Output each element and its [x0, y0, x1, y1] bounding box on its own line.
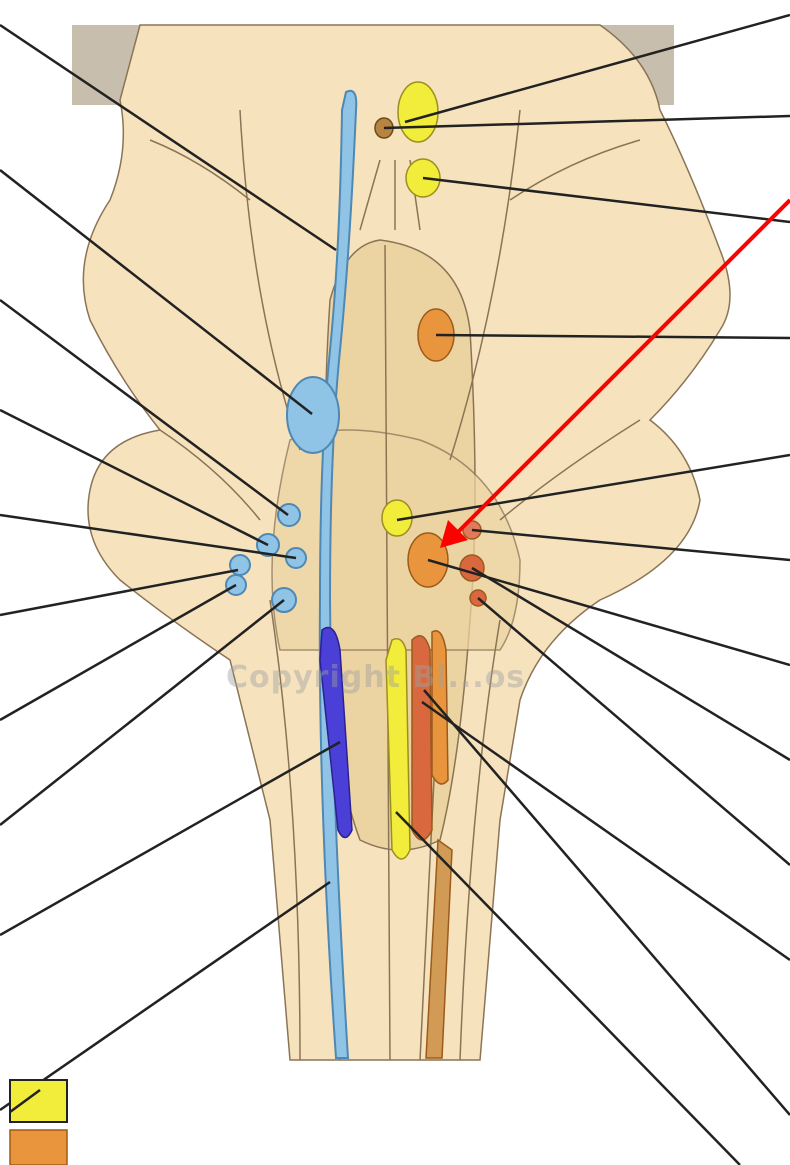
legend-swatch-orange — [10, 1130, 67, 1165]
legend — [10, 1080, 67, 1165]
legend-swatch-yellow — [10, 1080, 67, 1122]
blue-oval-large — [287, 377, 339, 453]
